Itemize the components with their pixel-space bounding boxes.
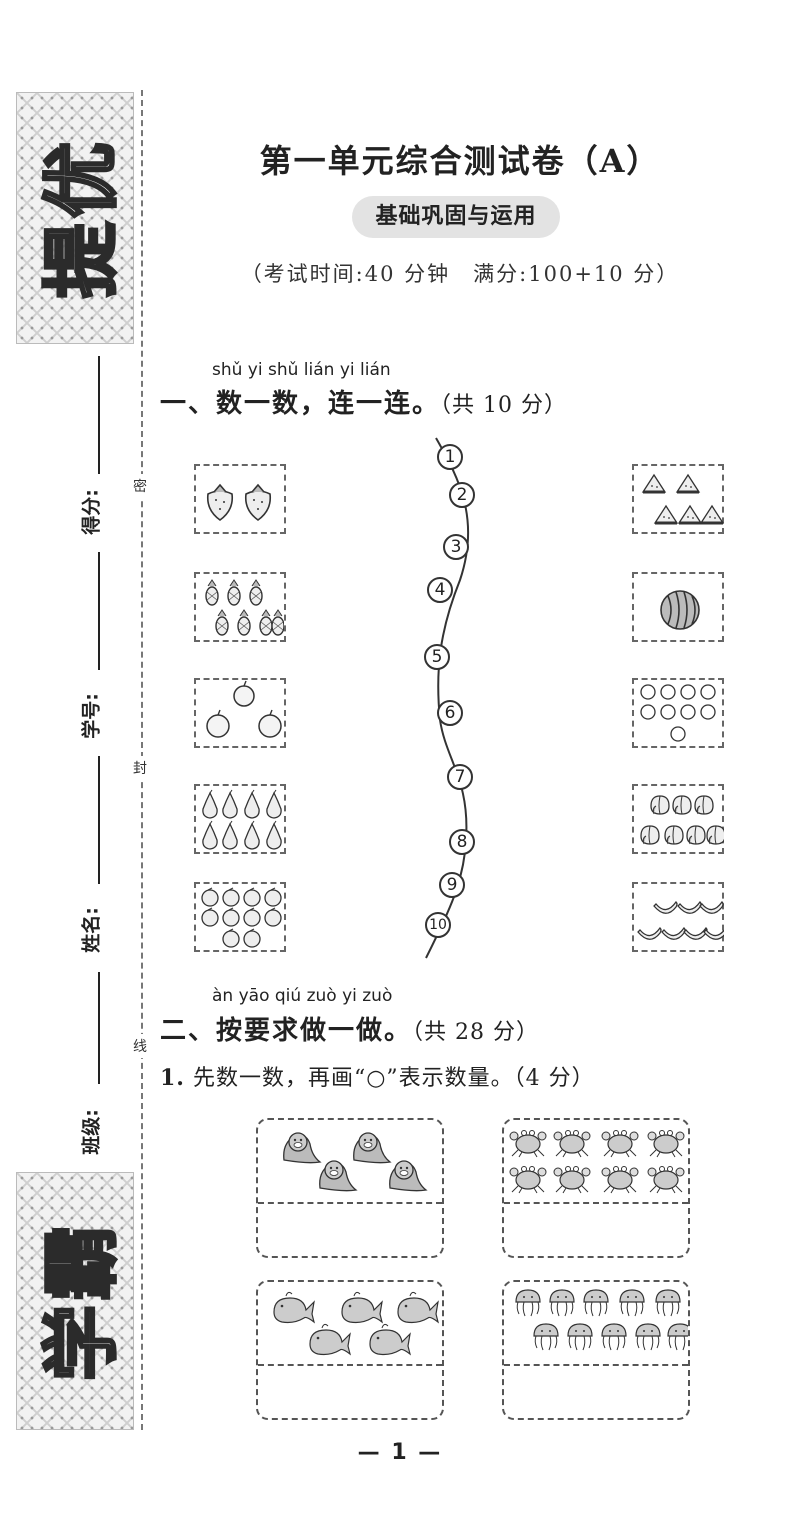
bottom-banner: 学霸 xyxy=(16,1172,134,1430)
exam-info: （考试时间:40 分钟 满分:100+10 分） xyxy=(240,262,680,286)
section2-title-text: 二、按要求做一做。 xyxy=(160,1016,413,1046)
section2-title: 二、按要求做一做。（共 28 分） xyxy=(160,1010,539,1047)
count-card-whales[interactable] xyxy=(256,1280,444,1420)
chain-number-1: 1 xyxy=(437,444,463,470)
chain-number-7: 7 xyxy=(447,764,473,790)
class-line xyxy=(98,972,100,1084)
top-banner-text: 提优 xyxy=(36,137,128,300)
seal-char-mi: 密 xyxy=(133,474,147,498)
whale-icon xyxy=(273,1291,439,1356)
fruit-box-left-5[interactable] xyxy=(194,882,286,952)
section1-title: 一、数一数，连一连。（共 10 分） xyxy=(160,383,567,420)
chain-number-6: 6 xyxy=(437,700,463,726)
class-label: 班级: xyxy=(80,1109,103,1155)
chain-number-2: 2 xyxy=(449,482,475,508)
answer-divider xyxy=(258,1202,442,1204)
watermelon-slice-icon xyxy=(641,473,724,525)
question-1-number: 1. xyxy=(160,1065,185,1091)
crab-icon xyxy=(509,1129,685,1194)
question-1-text: 先数一数，再画“○”表示数量。（4 分） xyxy=(192,1066,595,1091)
bottom-banner-text: 学霸 xyxy=(36,1220,128,1383)
seal-char-feng: 封 xyxy=(133,756,147,780)
section2-points: （共 28 分） xyxy=(412,1020,539,1045)
section1-title-text: 一、数一数，连一连。 xyxy=(160,389,441,419)
fruit-box-right-3[interactable] xyxy=(632,678,724,748)
answer-divider xyxy=(504,1202,688,1204)
strawberry-icon xyxy=(206,483,272,521)
fruit-box-right-2[interactable] xyxy=(632,572,724,642)
answer-divider xyxy=(258,1364,442,1366)
chain-number-3: 3 xyxy=(443,534,469,560)
chain-number-9: 9 xyxy=(439,872,465,898)
student-id-line xyxy=(98,552,100,670)
orange-icon xyxy=(201,887,282,948)
chain-number-8: 8 xyxy=(449,829,475,855)
fruit-box-left-3[interactable] xyxy=(194,678,286,748)
subtitle-badge: 基础巩固与运用 xyxy=(352,196,560,238)
page-number: — 1 — xyxy=(357,1440,443,1465)
pineapple-icon xyxy=(205,579,284,636)
apple-icon xyxy=(206,680,282,738)
seal-char-xian: 线 xyxy=(133,1034,147,1058)
count-card-jellyfish[interactable] xyxy=(502,1280,690,1420)
answer-divider xyxy=(504,1364,688,1366)
count-card-seals[interactable] xyxy=(256,1118,444,1258)
seal-icon xyxy=(283,1132,427,1192)
question-1: 1. 先数一数，再画“○”表示数量。（4 分） xyxy=(160,1060,595,1092)
pear-icon xyxy=(202,789,282,850)
grape-icon xyxy=(640,684,716,742)
page-title: 第一单元综合测试卷（A） xyxy=(259,142,661,180)
chain-number-4: 4 xyxy=(427,577,453,603)
score-label: 得分: xyxy=(80,489,103,535)
fruit-box-left-2[interactable] xyxy=(194,572,286,642)
fruit-box-right-4[interactable] xyxy=(632,784,724,854)
section1-pinyin: shǔ yi shǔ lián yi lián xyxy=(212,360,391,380)
top-banner: 提优 xyxy=(16,92,134,344)
fruit-box-right-5[interactable] xyxy=(632,882,724,952)
chain-number-10: 10 xyxy=(425,912,451,938)
banana-icon xyxy=(637,901,724,940)
watermelon-icon xyxy=(660,590,700,630)
name-line xyxy=(98,756,100,884)
score-line xyxy=(98,356,100,474)
name-label: 姓名: xyxy=(80,907,103,953)
section2-pinyin: àn yāo qiú zuò yi zuò xyxy=(212,986,393,1006)
student-id-label: 学号: xyxy=(80,693,103,739)
fruit-box-left-1[interactable] xyxy=(194,464,286,534)
fruit-box-right-1[interactable] xyxy=(632,464,724,534)
section1-points: （共 10 分） xyxy=(440,393,567,418)
count-card-crabs[interactable] xyxy=(502,1118,690,1258)
peach-icon xyxy=(640,795,724,845)
chain-number-5: 5 xyxy=(424,644,450,670)
jellyfish-icon xyxy=(515,1289,688,1351)
fruit-box-left-4[interactable] xyxy=(194,784,286,854)
